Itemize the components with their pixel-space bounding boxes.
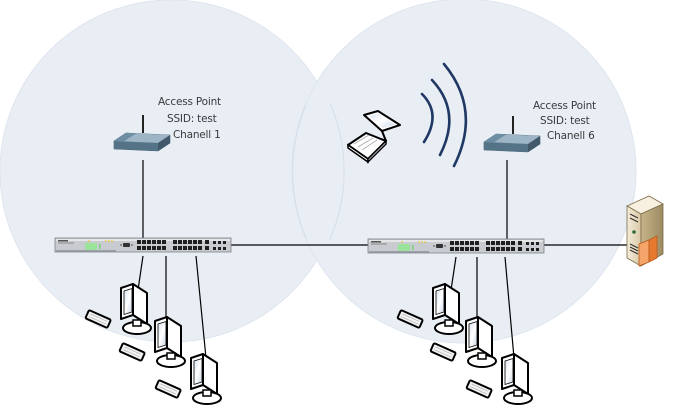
network-links [137, 160, 630, 359]
ap1-label-name: Access Point [158, 96, 221, 108]
wifi-signal-icon [420, 62, 468, 168]
coverage-area-channel-6 [291, 0, 637, 344]
ap1-label-ssid: SSID: test [167, 113, 217, 125]
server-icon [626, 195, 664, 267]
laptop-icon [347, 110, 401, 164]
ap2-label-name: Access Point [533, 100, 596, 112]
ap1-label-channel: Chanell 1 [173, 129, 221, 141]
coverage-area-channel-1 [0, 0, 343, 343]
switch-2 [367, 238, 545, 254]
ap2-label-ssid: SSID: test [540, 115, 590, 127]
switch-1 [54, 237, 232, 253]
ap2-label-channel: Chanell 6 [547, 130, 595, 142]
